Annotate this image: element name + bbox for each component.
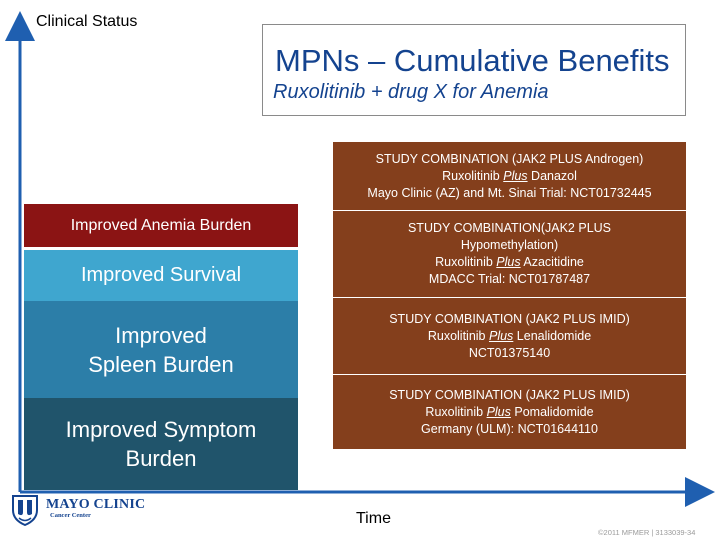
study-1-heading: STUDY COMBINATION (JAK2 PLUS Androgen) bbox=[375, 151, 644, 166]
study-box-4: STUDY COMBINATION (JAK2 PLUS IMID) Ruxol… bbox=[333, 375, 686, 449]
benefit-symptom-label: Improved Symptom Burden bbox=[65, 417, 257, 471]
benefit-spleen: Improved Spleen Burden bbox=[24, 301, 298, 398]
study-3-drugs: Ruxolitinib Plus Lenalidomide bbox=[427, 328, 592, 343]
study-box-2: STUDY COMBINATION(JAK2 PLUS Hypomethylat… bbox=[333, 211, 686, 297]
study-2-heading-cont: Hypomethylation) bbox=[460, 238, 559, 252]
benefit-symptom: Improved Symptom Burden bbox=[24, 398, 298, 490]
study-1-trial: Mayo Clinic (AZ) and Mt. Sinai Trial: NC… bbox=[367, 185, 652, 200]
page-title: MPNs – Cumulative Benefits bbox=[275, 43, 670, 78]
title-box: MPNs – Cumulative Benefits Ruxolitinib +… bbox=[262, 24, 686, 116]
study-3-trial: NCT01375140 bbox=[468, 345, 551, 360]
benefit-survival-label: Improved Survival bbox=[80, 264, 242, 286]
x-axis-label: Time bbox=[356, 510, 391, 527]
study-4-drugs: Ruxolitinib Plus Pomalidomide bbox=[425, 404, 594, 419]
benefit-anemia: Improved Anemia Burden bbox=[24, 204, 298, 247]
page-subtitle: Ruxolitinib + drug X for Anemia bbox=[273, 81, 549, 103]
study-1-drugs: Ruxolitinib Plus Danazol bbox=[442, 168, 577, 183]
study-box-3: STUDY COMBINATION (JAK2 PLUS IMID) Ruxol… bbox=[333, 298, 686, 374]
study-2-trial: MDACC Trial: NCT01787487 bbox=[428, 272, 591, 286]
copyright-footer: ©2011 MFMER | 3133039-34 bbox=[598, 528, 696, 537]
benefit-survival: Improved Survival bbox=[24, 250, 298, 301]
study-4-heading: STUDY COMBINATION (JAK2 PLUS IMID) bbox=[389, 387, 630, 402]
benefit-spleen-label: Improved Spleen Burden bbox=[88, 322, 234, 377]
study-2-heading: STUDY COMBINATION(JAK2 PLUS bbox=[407, 221, 612, 235]
benefit-anemia-label: Improved Anemia Burden bbox=[70, 216, 252, 234]
y-axis-label: Clinical Status bbox=[36, 13, 138, 30]
study-4-trial: Germany (ULM): NCT01644110 bbox=[421, 421, 598, 436]
logo-subtitle: Cancer Center bbox=[50, 512, 91, 519]
study-box-1: STUDY COMBINATION (JAK2 PLUS Androgen) R… bbox=[333, 142, 686, 210]
study-3-heading: STUDY COMBINATION (JAK2 PLUS IMID) bbox=[389, 311, 630, 326]
mayo-shield-icon bbox=[12, 495, 38, 526]
logo-name: MAYO CLINIC bbox=[46, 497, 146, 512]
study-2-drugs: Ruxolitinib Plus Azacitidine bbox=[435, 255, 584, 269]
